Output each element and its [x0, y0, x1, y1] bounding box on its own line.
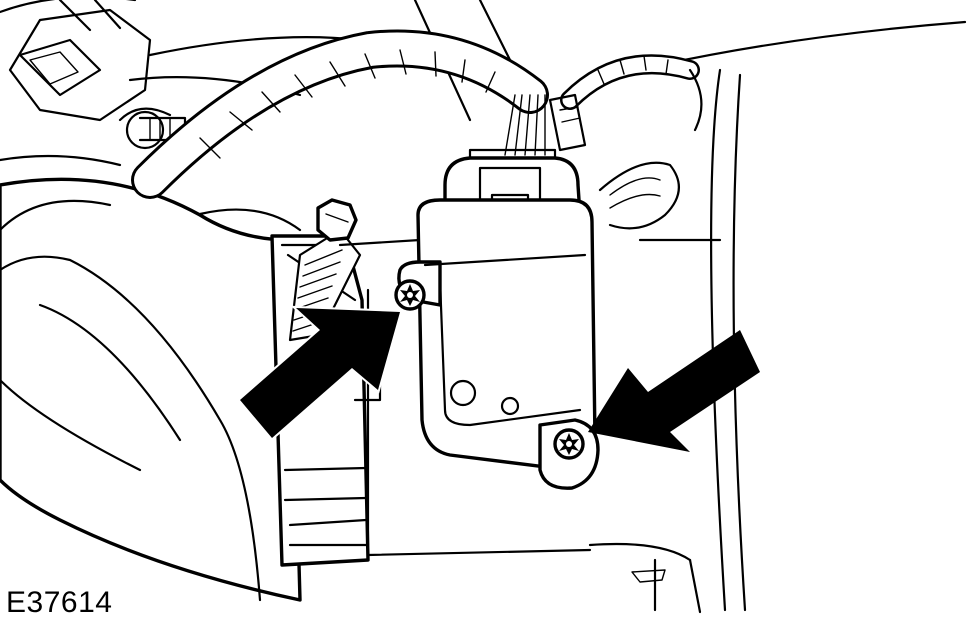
- upper-left-bracket: [8, 0, 187, 150]
- retaining-screw-upper: [394, 279, 426, 311]
- arrow-lower-right-screw: [588, 330, 760, 452]
- arrow-upper-left-screw: [237, 305, 403, 441]
- air-intake-hose: [0, 177, 302, 602]
- wiring-harness: [131, 29, 703, 199]
- retaining-screw-lower: [553, 428, 585, 460]
- figure-reference-code: E37614: [6, 586, 113, 619]
